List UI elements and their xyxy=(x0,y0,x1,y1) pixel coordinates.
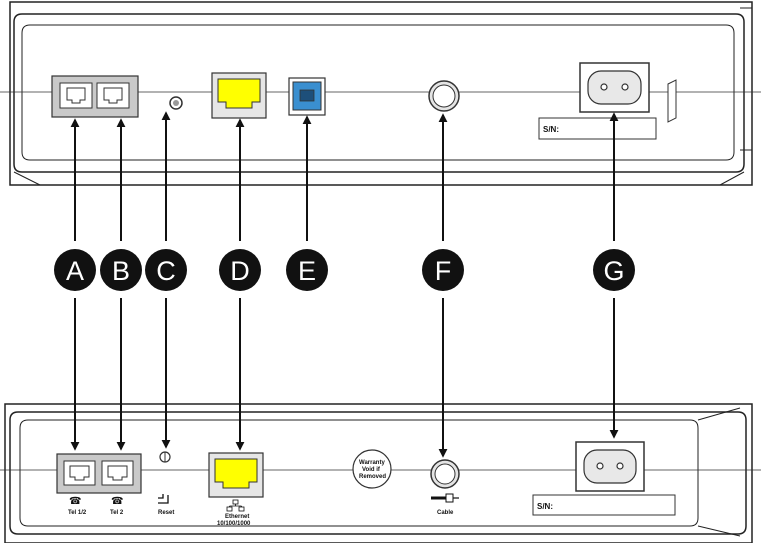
bottom-serial-label: S/N: xyxy=(537,502,553,511)
callout-arrows xyxy=(70,111,619,458)
top-power-socket xyxy=(579,62,677,123)
callout-e: E xyxy=(286,249,328,291)
top-serial-label: S/N: xyxy=(543,125,559,134)
callout-b: B xyxy=(100,249,142,291)
ethernet-label-line1: Ethernet xyxy=(225,514,249,520)
callout-letter-a: A xyxy=(66,256,84,286)
callout-letter-d: D xyxy=(230,256,250,286)
cable-label: Cable xyxy=(437,510,454,516)
callout-letter-e: E xyxy=(298,256,316,286)
bottom-ethernet-port: Ethernet 10/100/1000 xyxy=(208,452,264,527)
tel2-label: Tel 2 xyxy=(110,510,124,516)
callout-letter-c: C xyxy=(156,256,176,286)
warranty-sticker: Warranty Void if Removed xyxy=(352,449,392,489)
callout-letter-f: F xyxy=(435,256,452,286)
reset-symbol-icon xyxy=(158,494,169,504)
network-icon xyxy=(226,499,245,512)
top-usb-port xyxy=(288,77,326,116)
bottom-tel-ports: ☎ ☎ Tel 1/2 Tel 2 xyxy=(56,453,142,516)
bottom-cable-connector: Cable xyxy=(430,459,460,516)
warranty-line3: Removed xyxy=(359,474,386,480)
bottom-serial-label-box: S/N: xyxy=(532,494,676,516)
reset-label: Reset xyxy=(158,510,174,516)
coax-plug-icon xyxy=(431,493,459,503)
top-cable-connector xyxy=(428,80,460,112)
top-tel-ports xyxy=(51,75,139,118)
tel2-phone-icon: ☎ xyxy=(111,496,123,507)
callout-a: A xyxy=(54,249,96,291)
warranty-line2: Void if xyxy=(362,467,381,473)
warranty-line1: Warranty xyxy=(359,460,385,466)
callout-letter-b: B xyxy=(112,256,130,286)
top-ethernet-port xyxy=(211,72,267,119)
bottom-power-socket xyxy=(575,441,645,492)
callout-letter-g: G xyxy=(603,256,624,286)
tel1-label: Tel 1/2 xyxy=(68,510,87,516)
callout-d: D xyxy=(219,249,261,291)
top-serial-label-box: S/N: xyxy=(538,117,657,140)
callout-f: F xyxy=(422,249,464,291)
ethernet-label-line2: 10/100/1000 xyxy=(217,521,251,527)
callout-c: C xyxy=(145,249,187,291)
callout-g: G xyxy=(593,249,635,291)
top-reset-hole xyxy=(169,96,183,110)
bottom-reset: Reset xyxy=(158,451,174,516)
tel1-phone-icon: ☎ xyxy=(69,496,81,507)
